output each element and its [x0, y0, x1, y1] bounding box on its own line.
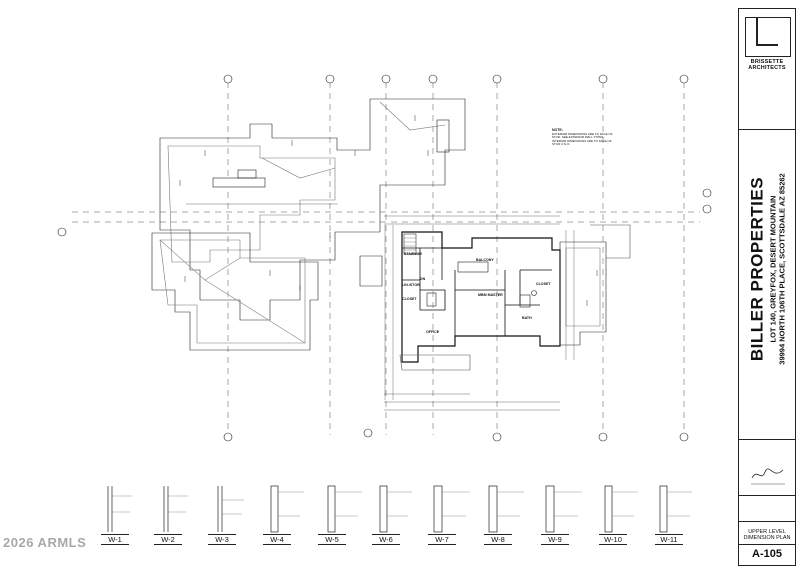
divider	[739, 129, 795, 130]
room-label-closet: CLOSET	[536, 282, 551, 286]
detail-label-w3: W-3	[208, 534, 236, 545]
detail-label-w5: W-5	[318, 534, 346, 545]
sheet-title-line-2: DIMENSION PLAN	[743, 535, 791, 541]
note-text: EXTERIOR DIMENSIONS ARE TO FACE OF STUD.…	[552, 131, 613, 147]
room-label-dn: DN	[420, 277, 426, 281]
room-label-linen: LIN./STOR.	[402, 283, 421, 287]
room-label-master: MBM MASTER	[478, 293, 503, 297]
room-label-balcony: BALCONY	[476, 258, 494, 262]
detail-label-w9: W-9	[541, 534, 569, 545]
firm-name-line-2: ARCHITECTS	[748, 65, 786, 71]
room-label-office: OFFICE	[426, 330, 440, 334]
firm-logo-icon	[745, 17, 791, 57]
divider	[739, 521, 795, 522]
room-label-bath: BATH	[522, 316, 532, 320]
divider	[739, 495, 795, 496]
detail-label-w8: W-8	[484, 534, 512, 545]
architect-seal-icon	[751, 468, 785, 485]
room-label-stairway: STAIRWAY	[404, 252, 423, 256]
divider	[739, 544, 795, 545]
detail-label-w10: W-10	[599, 534, 627, 545]
project-title: BILLER PROPERTIES	[747, 176, 767, 362]
detail-label-w6: W-6	[372, 534, 400, 545]
detail-label-w2: W-2	[154, 534, 182, 545]
detail-label-w4: W-4	[263, 534, 291, 545]
title-block: BRISSETTE ARCHITECTS BILLER PROPERTIES L…	[738, 8, 796, 566]
project-title-block: BILLER PROPERTIES LOT 140, GREYFOX, DESE…	[748, 173, 787, 364]
detail-label-w11: W-11	[655, 534, 683, 545]
firm-name: BRISSETTE	[750, 59, 784, 65]
detail-label-w1: W-1	[101, 534, 129, 545]
sheet-title-line-1: UPPER LEVEL	[748, 529, 786, 535]
note-heading: NOTE:	[552, 128, 563, 132]
sheet-number: A-105	[752, 548, 782, 560]
detail-label-w7: W-7	[428, 534, 456, 545]
room-label-closet-2: CLOSET	[402, 297, 417, 301]
divider	[739, 439, 795, 440]
general-note: NOTE: EXTERIOR DIMENSIONS ARE TO FACE OF…	[552, 128, 618, 147]
watermark: 2026 ARMLS	[3, 535, 87, 550]
project-address: 39994 NORTH 106TH PLACE, SCOTTSDALE AZ 8…	[777, 173, 787, 365]
sheet-title: UPPER LEVEL DIMENSION PLAN	[741, 529, 793, 541]
project-lot: LOT 140, GREYFOX, DESERT MOUNTAIN	[768, 195, 778, 343]
